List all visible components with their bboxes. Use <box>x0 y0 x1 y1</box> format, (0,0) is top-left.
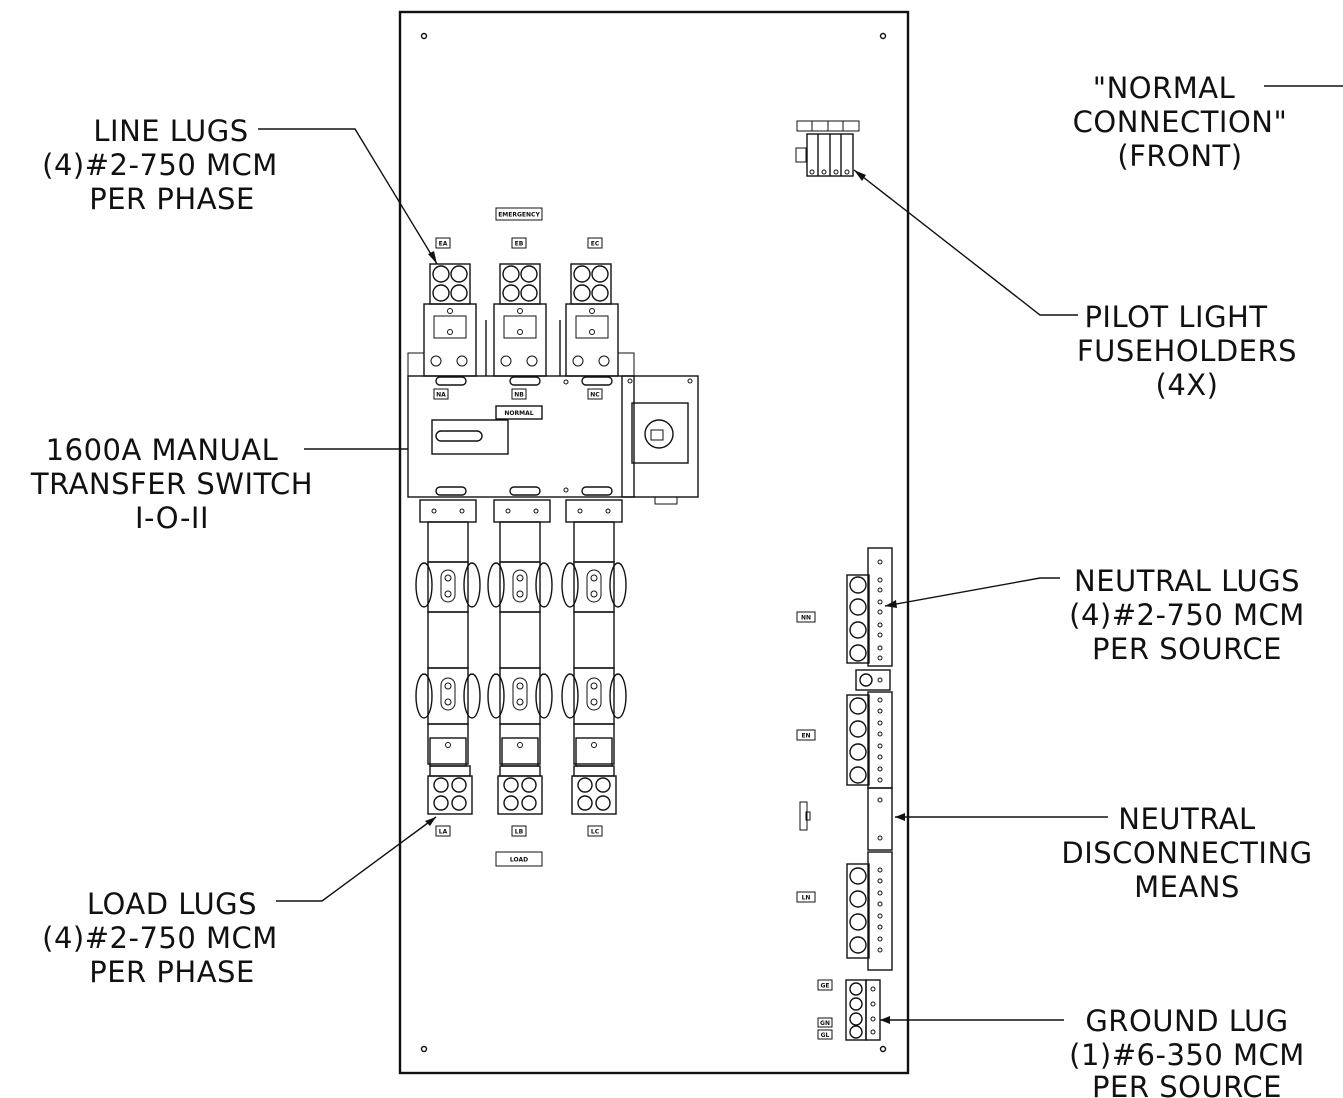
tag-load: LOAD <box>495 851 543 867</box>
svg-text:PER PHASE: PER PHASE <box>89 955 255 989</box>
svg-text:TRANSFER SWITCH: TRANSFER SWITCH <box>30 467 313 501</box>
tag-la: LA <box>435 825 451 837</box>
callout-neutral-disconnect: NEUTRAL DISCONNECTING MEANS <box>1061 802 1312 904</box>
svg-text:EN: EN <box>801 733 810 740</box>
line-lug-assembly-b <box>485 263 547 377</box>
svg-text:PER SOURCE: PER SOURCE <box>1092 1070 1282 1098</box>
pilot-light-fuseholders <box>795 120 860 177</box>
line-lug-assembly-c <box>559 263 635 377</box>
load-bus-assembly-c <box>561 499 627 815</box>
line-lug-assembly-a <box>407 263 477 377</box>
svg-text:LN: LN <box>802 895 811 902</box>
svg-text:LB: LB <box>515 829 524 836</box>
tag-lc: LC <box>587 825 603 837</box>
svg-text:LINE LUGS: LINE LUGS <box>93 114 248 148</box>
svg-text:"NORMAL: "NORMAL <box>1093 71 1236 105</box>
svg-text:(FRONT): (FRONT) <box>1117 139 1242 173</box>
neutral-bus-emergency: EN <box>796 691 893 789</box>
neutral-bus-normal: NN <box>796 547 893 691</box>
svg-text:LA: LA <box>439 829 448 836</box>
callout-ground-lug: GROUND LUG (1)#6-350 MCM PER SOURCE <box>1069 1004 1305 1098</box>
svg-text:DISCONNECTING: DISCONNECTING <box>1061 836 1312 870</box>
tag-ec: EC <box>587 237 603 249</box>
svg-text:NA: NA <box>436 392 446 399</box>
svg-text:CONNECTION": CONNECTION" <box>1073 105 1288 139</box>
svg-text:FUSEHOLDERS: FUSEHOLDERS <box>1077 334 1297 368</box>
svg-text:LOAD: LOAD <box>510 857 528 864</box>
svg-text:EB: EB <box>515 241 524 248</box>
svg-text:I-O-II: I-O-II <box>135 501 209 535</box>
callout-transfer-switch: 1600A MANUAL TRANSFER SWITCH I-O-II <box>30 433 313 535</box>
load-bus-assembly-a <box>415 499 481 815</box>
svg-text:NC: NC <box>590 392 600 399</box>
tag-ea: EA <box>435 237 451 249</box>
tag-lb: LB <box>511 825 527 837</box>
svg-text:PILOT LIGHT: PILOT LIGHT <box>1084 300 1267 334</box>
svg-text:(4)#2-750 MCM: (4)#2-750 MCM <box>1069 598 1305 632</box>
svg-text:EMERGENCY: EMERGENCY <box>498 212 540 219</box>
svg-text:GL: GL <box>821 1032 830 1039</box>
callout-neutral-lugs: NEUTRAL LUGS (4)#2-750 MCM PER SOURCE <box>1069 564 1305 666</box>
neutral-bus-load: LN <box>796 851 893 971</box>
tag-eb: EB <box>511 237 527 249</box>
svg-text:LC: LC <box>591 829 600 836</box>
leader-lines <box>258 85 1343 1024</box>
operating-handle-mechanism <box>621 375 699 505</box>
callout-pilot-light: PILOT LIGHT FUSEHOLDERS (4X) <box>1077 300 1297 402</box>
svg-text:(1)#6-350 MCM: (1)#6-350 MCM <box>1069 1038 1305 1072</box>
svg-text:GE: GE <box>820 983 829 990</box>
transfer-switch-body: NORMAL NA NB NC <box>407 375 635 498</box>
svg-text:EC: EC <box>591 241 600 248</box>
svg-text:NN: NN <box>801 615 811 622</box>
svg-text:GROUND LUG: GROUND LUG <box>1085 1004 1288 1038</box>
svg-text:(4X): (4X) <box>1156 368 1219 402</box>
load-bus-assembly-b <box>487 499 553 815</box>
ground-bus: GE GN GL <box>817 979 881 1041</box>
callout-line-lugs: LINE LUGS (4)#2-750 MCM PER PHASE <box>42 114 278 216</box>
svg-text:GN: GN <box>820 1020 830 1027</box>
svg-text:PER PHASE: PER PHASE <box>89 182 255 216</box>
svg-text:NORMAL: NORMAL <box>504 410 533 417</box>
tag-emergency: EMERGENCY <box>495 207 543 221</box>
svg-text:PER SOURCE: PER SOURCE <box>1092 632 1282 666</box>
callout-load-lugs: LOAD LUGS (4)#2-750 MCM PER PHASE <box>42 887 278 989</box>
svg-text:NEUTRAL LUGS: NEUTRAL LUGS <box>1074 564 1300 598</box>
svg-text:(4)#2-750 MCM: (4)#2-750 MCM <box>42 921 278 955</box>
svg-text:NEUTRAL: NEUTRAL <box>1118 802 1255 836</box>
svg-text:1600A MANUAL: 1600A MANUAL <box>46 433 279 467</box>
callout-normal-connection: "NORMAL CONNECTION" (FRONT) <box>1073 71 1288 173</box>
svg-text:LOAD LUGS: LOAD LUGS <box>87 887 257 921</box>
neutral-disconnect-link <box>799 787 893 851</box>
svg-text:MEANS: MEANS <box>1134 870 1240 904</box>
svg-text:EA: EA <box>439 241 448 248</box>
svg-text:(4)#2-750 MCM: (4)#2-750 MCM <box>42 148 278 182</box>
svg-text:NB: NB <box>514 392 524 399</box>
backplate <box>398 10 910 1075</box>
